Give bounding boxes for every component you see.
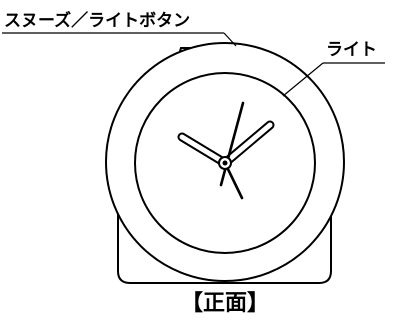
caption-front-view: 【正面】 <box>181 291 269 316</box>
light-label: ライト <box>326 40 377 60</box>
clock-hands <box>177 101 275 200</box>
snooze-light-callout: スヌーズ／ライトボタン <box>2 10 237 47</box>
light-callout: ライト <box>282 40 385 97</box>
snooze-light-button-label: スヌーズ／ライトボタン <box>4 10 190 31</box>
